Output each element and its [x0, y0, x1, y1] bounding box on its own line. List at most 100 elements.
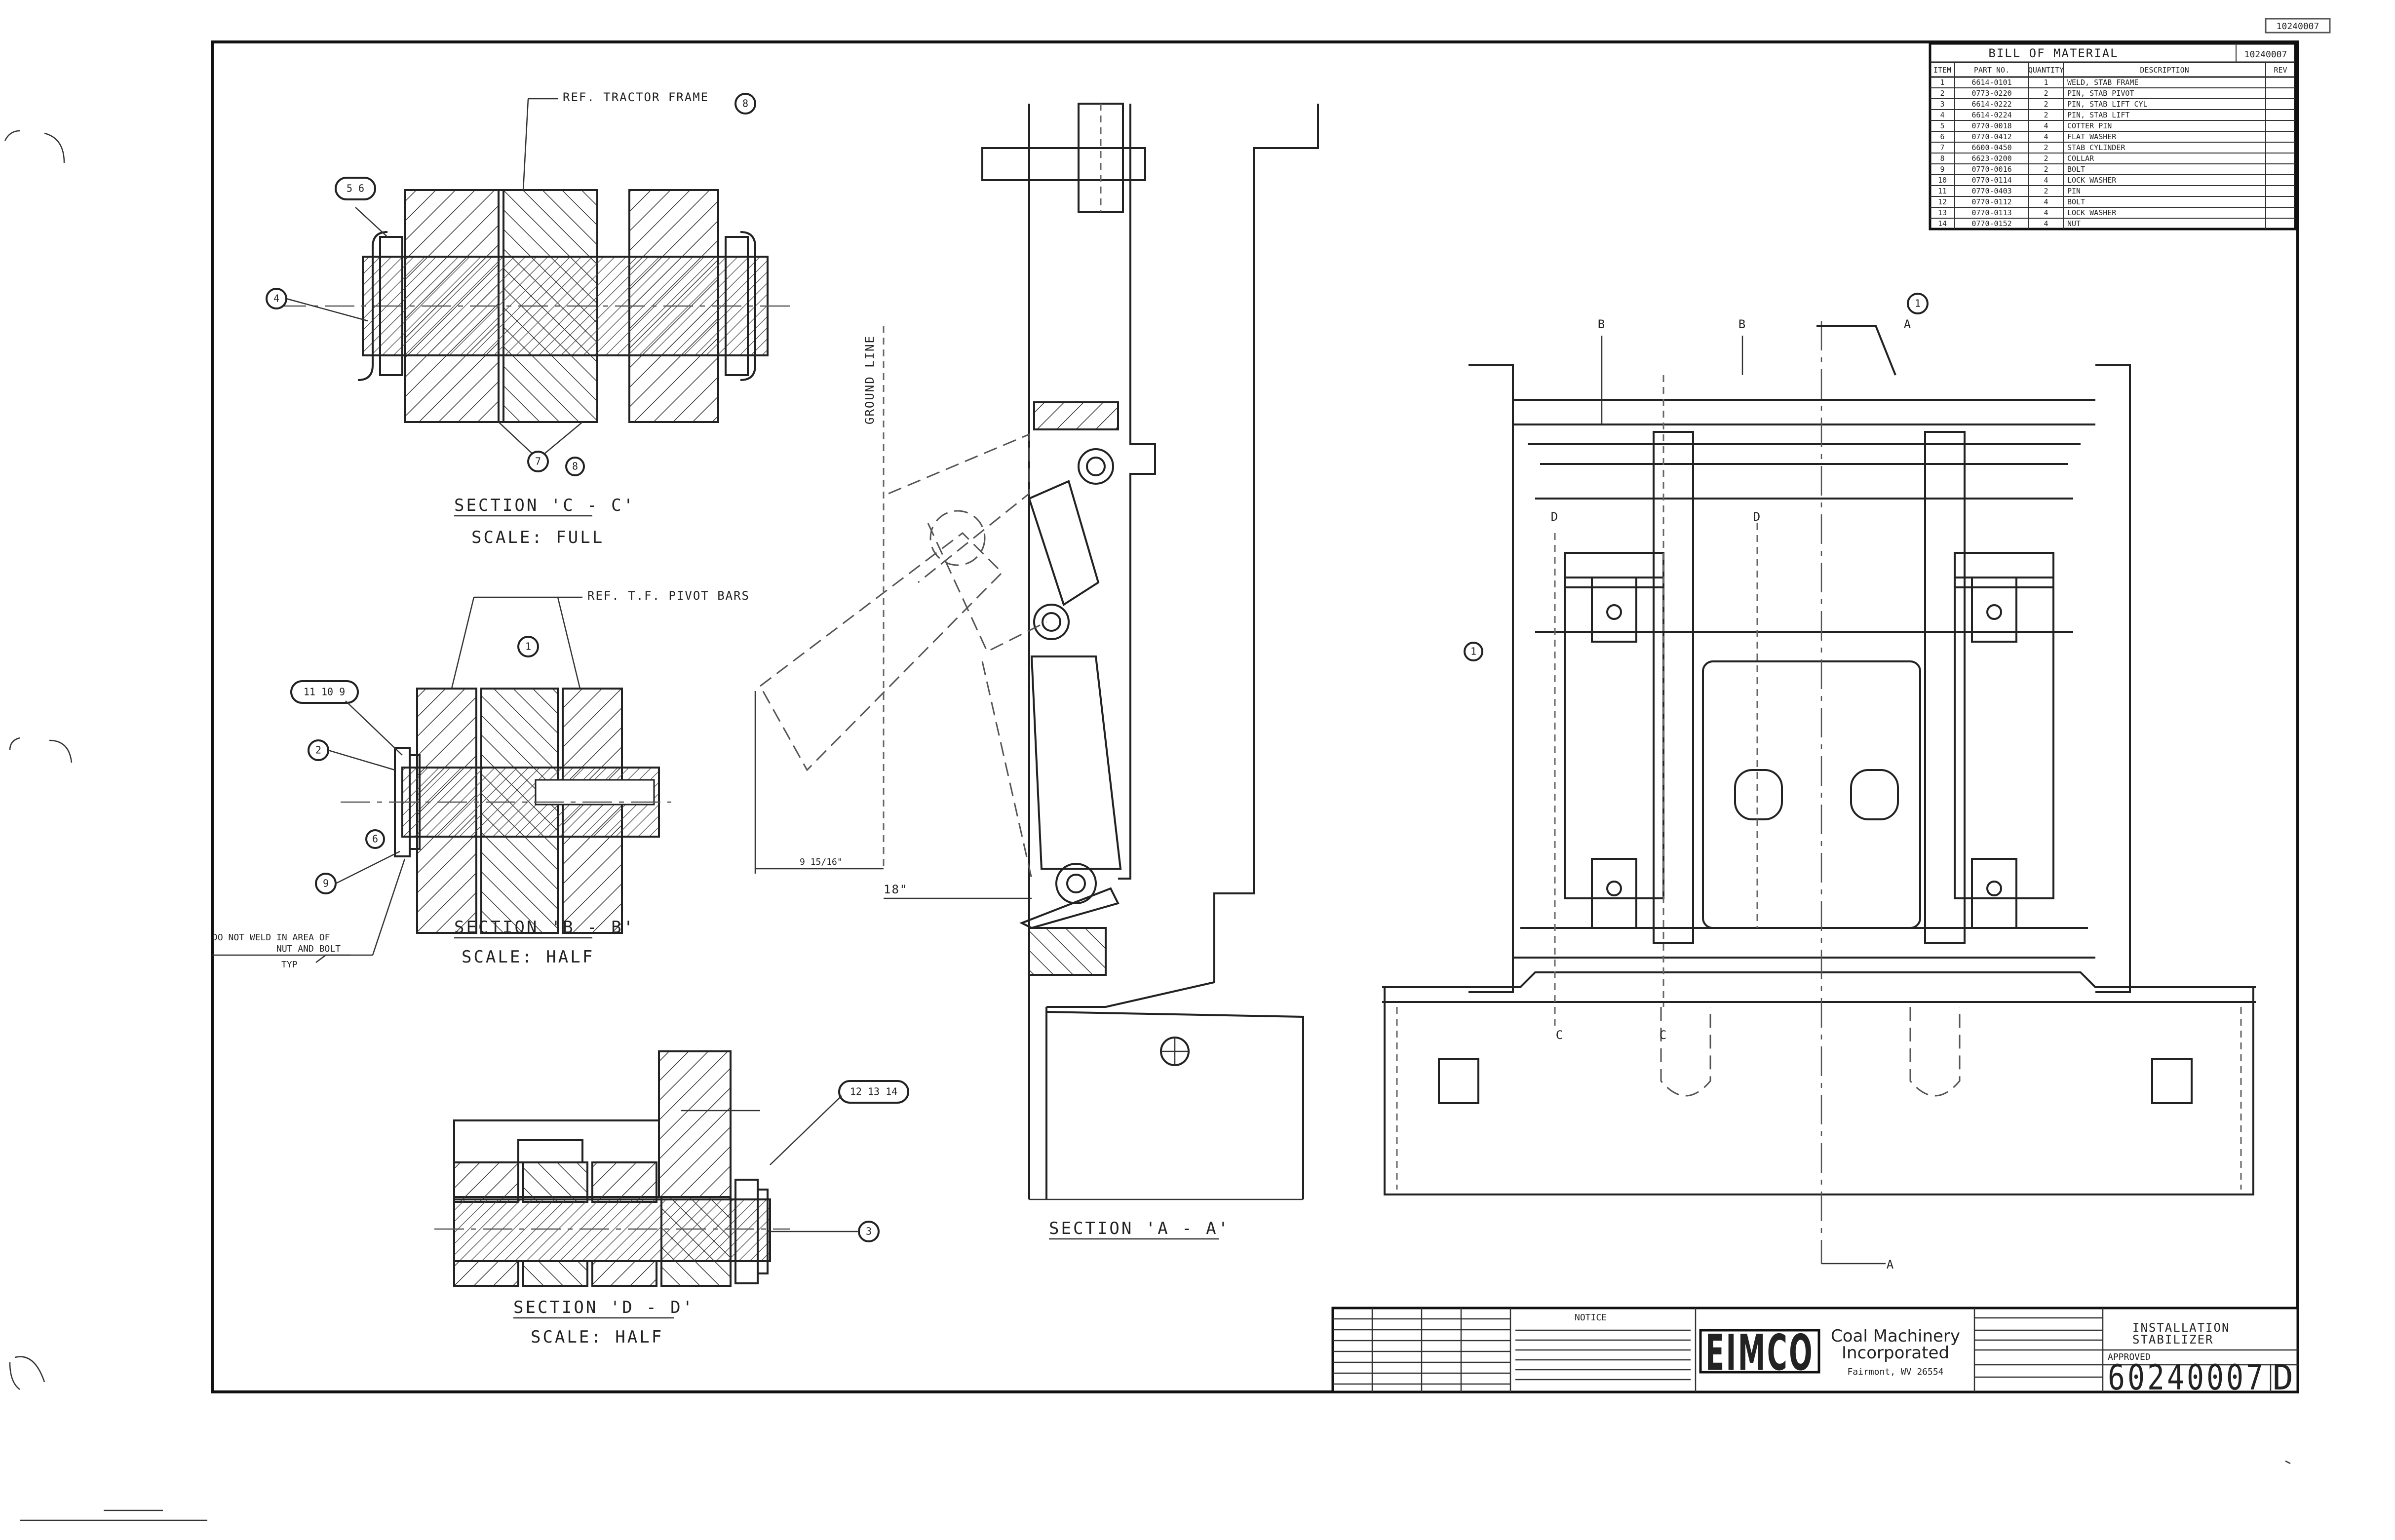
bom-col-header: REV — [2274, 66, 2287, 75]
bom-cell: 14 — [1938, 219, 1947, 228]
section-b-view: REF. T.F. PIVOT BARS 1 11 10 9 2 6 9 DO … — [212, 589, 750, 970]
a-dim-1: 9 15/16" — [800, 857, 843, 867]
bom-ref: 10240007 — [2244, 49, 2287, 60]
bom-cell: 11 — [1938, 187, 1947, 195]
mark-d1: D — [1551, 510, 1559, 524]
b-section-title: SECTION 'B - B' — [454, 918, 635, 937]
bom-cell: 0770-0113 — [1971, 208, 2011, 217]
bom-cell: 6623-0200 — [1971, 154, 2011, 163]
bom-cell: 4 — [1940, 111, 1944, 119]
bom-cell: 2 — [2044, 187, 2048, 195]
b-item-11109: 11 10 9 — [304, 686, 345, 698]
d-section-title: SECTION 'D - D' — [513, 1298, 695, 1317]
bom-cell: FLAT WASHER — [2067, 132, 2117, 141]
scan-marks — [20, 1460, 2291, 1521]
mark-d2: D — [1753, 510, 1761, 524]
d-section-scale: SCALE: HALF — [531, 1327, 663, 1347]
b-ref-item: 1 — [525, 641, 531, 653]
bom-cell: 2 — [1940, 89, 1944, 98]
bom-cell: 4 — [2044, 132, 2048, 141]
tb-revision: D — [2273, 1357, 2296, 1398]
c-section-title: SECTION 'C - C' — [454, 496, 635, 515]
b-weld-note-1: DO NOT WELD IN AREA OF — [212, 932, 330, 943]
bom-cell: 6600-0450 — [1971, 143, 2011, 152]
bom-cell: 3 — [1940, 100, 1944, 109]
tb-company-line2: Incorporated — [1842, 1343, 1949, 1363]
bom-cell: COTTER PIN — [2067, 121, 2112, 130]
tb-drawing-number: 60240007 — [2108, 1357, 2266, 1398]
bom-col-header: QUANTITY — [2028, 66, 2064, 75]
b-item-6: 6 — [372, 833, 378, 845]
bom-cell: 2 — [2044, 143, 2048, 152]
d-item-121314: 12 13 14 — [850, 1086, 897, 1098]
c-section-scale: SCALE: FULL — [471, 528, 604, 547]
a-dim-2: 18" — [884, 883, 908, 896]
bom-cell: 2 — [2044, 89, 2048, 98]
binder-holes — [4, 130, 73, 1390]
b-weld-note-2: NUT AND BOLT — [276, 944, 341, 954]
bom-cell: 0770-0412 — [1971, 132, 2011, 141]
bom-cell: 6 — [1940, 132, 1944, 141]
bom-cell: 6614-0224 — [1971, 111, 2011, 119]
mark-c2: C — [1660, 1028, 1667, 1042]
bom-cell: BOLT — [2067, 165, 2085, 174]
bom-cell: 6614-0222 — [1971, 100, 2011, 109]
a-section-title: SECTION 'A - A' — [1049, 1219, 1230, 1238]
bom-cell: 5 — [1940, 121, 1944, 130]
bom-cell: PIN, STAB LIFT — [2067, 111, 2129, 119]
bom-cell: BOLT — [2067, 197, 2085, 206]
section-a-view: GROUND LINE 9 15/16" 18" SECTION 'A - A' — [754, 103, 1319, 1240]
bom-cell: 13 — [1938, 208, 1947, 217]
c-ref-item: 8 — [742, 98, 748, 110]
main-item-1b: 1 — [1470, 646, 1476, 657]
bom-cell: 7 — [1940, 143, 1944, 152]
a-ground-line: GROUND LINE — [863, 335, 877, 424]
bom-cell: 0773-0220 — [1971, 89, 2011, 98]
bom-cell: 0770-0114 — [1971, 176, 2011, 185]
tb-approved: APPROVED — [2108, 1352, 2151, 1362]
c-item-8: 8 — [572, 461, 578, 472]
section-c-view: REF. TRACTOR FRAME 8 5 6 4 7 8 SECTION '… — [266, 90, 790, 547]
bom-col-header: DESCRIPTION — [2140, 66, 2189, 75]
mark-b1: B — [1598, 317, 1606, 331]
bom-title: BILL OF MATERIAL — [1988, 46, 2118, 60]
mark-a1: A — [1904, 317, 1912, 331]
bom-cell: 6614-0101 — [1971, 78, 2011, 87]
bom-cell: PIN — [2067, 187, 2081, 195]
bom-cell: 0770-0112 — [1971, 197, 2011, 206]
bom-cell: STAB CYLINDER — [2067, 143, 2125, 152]
bom-cell: 4 — [2044, 121, 2048, 130]
bom-cell: LOCK WASHER — [2067, 208, 2117, 217]
corner-stamp-text: 10240007 — [2277, 21, 2319, 32]
bom-col-header: ITEM — [1933, 66, 1951, 75]
tb-notice: NOTICE — [1575, 1312, 1607, 1323]
section-d-view: 12 13 14 3 SECTION 'D - D' SCALE: HALF — [434, 1050, 909, 1347]
b-item-2: 2 — [315, 744, 321, 756]
bom-cell: 4 — [2044, 219, 2048, 228]
c-item-4: 4 — [273, 293, 279, 305]
bom-col-header: PART NO. — [1974, 66, 2009, 75]
tb-company-logo: EIMCO — [1705, 1324, 1814, 1382]
bom-cell: 12 — [1938, 197, 1947, 206]
drawing-border — [211, 40, 2299, 1393]
mark-a2: A — [1887, 1258, 1894, 1271]
bom-cell: 0770-0016 — [1971, 165, 2011, 174]
bom-cell: 2 — [2044, 165, 2048, 174]
d-item-3: 3 — [866, 1226, 872, 1237]
bom-cell: PIN, STAB PIVOT — [2067, 89, 2134, 98]
bom-cell: 2 — [2044, 100, 2048, 109]
bom-cell: 0770-0152 — [1971, 219, 2011, 228]
bom-cell: PIN, STAB LIFT CYL — [2067, 100, 2148, 109]
c-item-56: 5 6 — [347, 183, 364, 194]
bom-cell: 2 — [2044, 111, 2048, 119]
bom-cell: NUT — [2067, 219, 2081, 228]
tb-company-line1: Coal Machinery — [1831, 1326, 1960, 1346]
bom-cell: 8 — [1940, 154, 1944, 163]
bom-cell: 0770-0403 — [1971, 187, 2011, 195]
b-ref-label: REF. T.F. PIVOT BARS — [587, 589, 750, 603]
bom-cell: COLLAR — [2067, 154, 2094, 163]
mark-c1: C — [1556, 1028, 1564, 1042]
bom-cell: 10 — [1938, 176, 1947, 185]
